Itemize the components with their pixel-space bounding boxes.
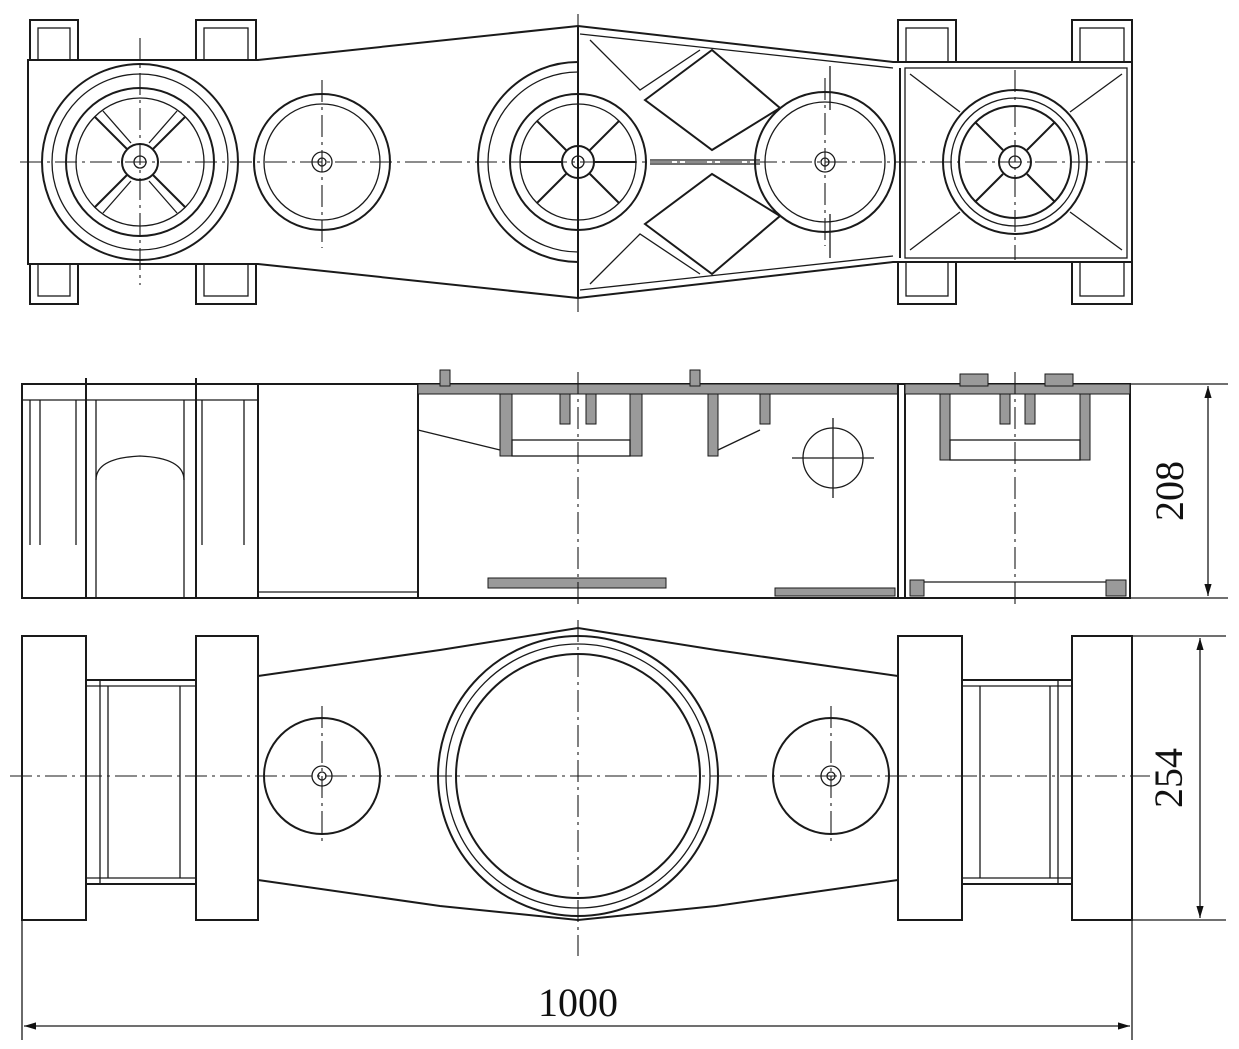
side-view-left-bay <box>22 378 419 598</box>
dimension-208-label: 208 <box>1147 461 1192 521</box>
side-view-center-section <box>417 369 906 598</box>
side-view-right-bay <box>904 373 1131 597</box>
dimension-1000-label: 1000 <box>538 980 618 1025</box>
bottom-view <box>10 620 1150 956</box>
dimension-208: 208 <box>1130 383 1228 599</box>
dimension-254: 254 <box>1132 635 1226 921</box>
top-view-lugs <box>29 19 1133 305</box>
side-view <box>21 369 1131 608</box>
bottom-view-centerlines <box>10 620 1150 956</box>
side-view-outline <box>21 383 1131 599</box>
top-view-centerlines <box>20 14 1140 312</box>
side-view-centerlines <box>577 372 1016 608</box>
bottom-view-axle-stubs <box>85 679 1073 885</box>
dimension-254-label: 254 <box>1146 748 1191 808</box>
top-view <box>20 14 1140 312</box>
dimension-1000: 1000 <box>21 920 1133 1040</box>
